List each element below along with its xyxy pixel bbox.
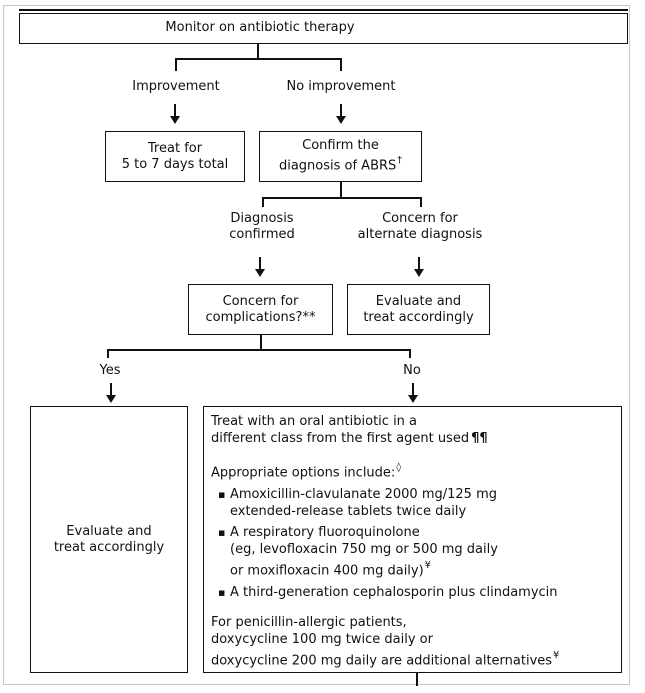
connector-split2-right-tick — [420, 197, 422, 207]
label-no-improvement: No improvement — [286, 79, 396, 94]
box-confirm-line1: Confirm the — [302, 138, 379, 154]
treatment-options-heading: Appropriate options include:◊ — [211, 462, 402, 481]
box-confirm-abrs: Confirm the diagnosis of ABRS† — [259, 131, 422, 182]
box-treatment-options: Treat with an oral antibiotic in a diffe… — [203, 406, 622, 673]
box-confirm-line2: diagnosis of ABRS† — [278, 155, 403, 174]
connector-split1-bar — [175, 58, 342, 60]
connector-split1-right-tick — [340, 58, 342, 71]
bullet-icon: ▪ — [218, 488, 226, 502]
page-frame — [3, 5, 630, 685]
label-improvement: Improvement — [132, 79, 220, 94]
arrow-down-icon — [412, 257, 426, 277]
box-concern-complications: Concern for complications?** — [188, 284, 333, 335]
bullet-icon: ▪ — [218, 526, 226, 540]
arrow-down-icon — [253, 257, 267, 277]
label-yes: Yes — [99, 363, 121, 378]
treatment-paragraph-penicillin-allergic: For penicillin-allergic patients, doxycy… — [211, 614, 560, 668]
connector-split2-left-tick — [262, 197, 264, 207]
arrow-down-icon — [168, 104, 182, 124]
box-treat-5-7-days: Treat for 5 to 7 days total — [105, 131, 245, 182]
top-rule — [19, 9, 628, 11]
connector-split3-bar — [107, 349, 412, 351]
connector-complications-stub — [260, 335, 262, 350]
diamond-footnote-mark: ◊ — [396, 462, 402, 473]
box-evaluate-treat-yes: Evaluate and treat accordingly — [30, 406, 188, 673]
list-item: ▪ A third-generation cephalosporin plus … — [218, 584, 558, 600]
arrow-down-icon — [406, 383, 420, 403]
dagger-footnote-mark: † — [397, 155, 403, 167]
connector-split3-right-tick — [409, 349, 411, 358]
yen-footnote-mark: ¥ — [424, 560, 431, 572]
root-box: Monitor on antibiotic therapy — [19, 12, 628, 44]
connector-continuation-stub — [416, 673, 418, 686]
box-treat-line2: 5 to 7 days total — [121, 156, 229, 172]
treatment-options-list: ▪ Amoxicillin-clavulanate 2000 mg/125 mg… — [211, 486, 558, 600]
root-box-label: Monitor on antibiotic therapy — [165, 20, 355, 35]
bullet-icon: ▪ — [218, 585, 226, 599]
box-evaluate-treat-alternate: Evaluate and treat accordingly — [347, 284, 490, 335]
treatment-paragraph-1: Treat with an oral antibiotic in a diffe… — [211, 414, 488, 446]
connector-split3-left-tick — [107, 349, 109, 358]
yen-footnote-mark: ¥ — [553, 649, 560, 661]
label-diagnosis-confirmed: Diagnosis confirmed — [229, 211, 295, 242]
list-item: ▪ Amoxicillin-clavulanate 2000 mg/125 mg… — [218, 487, 497, 520]
paragraph-footnote-mark: ¶¶ — [471, 431, 488, 446]
connector-root-stub — [257, 43, 259, 58]
label-no: No — [403, 363, 421, 378]
list-item: ▪ A respiratory fluoroquinolone (eg, lev… — [218, 525, 498, 579]
label-concern-alternate-diagnosis: Concern for alternate diagnosis — [357, 211, 483, 242]
connector-split2-bar — [262, 197, 422, 199]
connector-confirm-stub — [340, 182, 342, 197]
arrow-down-icon — [334, 104, 348, 124]
connector-split1-left-tick — [175, 58, 177, 71]
arrow-down-icon — [104, 383, 118, 403]
box-treat-line1: Treat for — [147, 140, 203, 156]
